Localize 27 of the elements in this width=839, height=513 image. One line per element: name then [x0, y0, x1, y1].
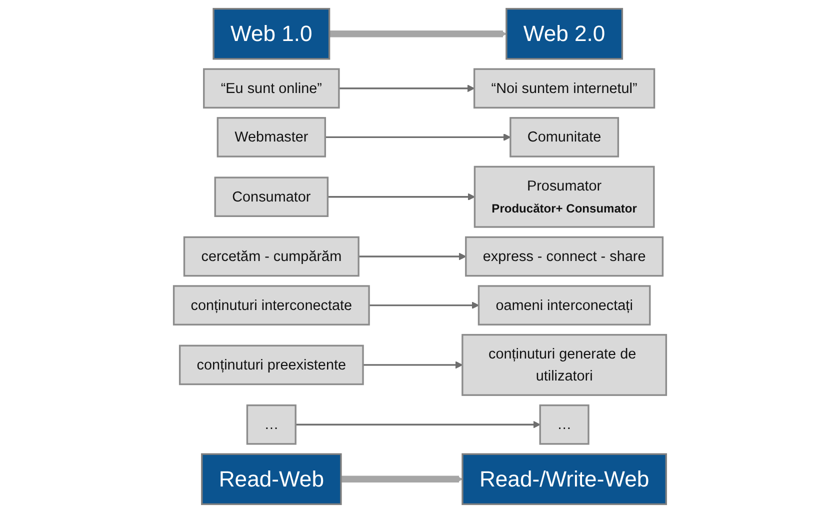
node-box: oameni interconectați — [477, 285, 650, 326]
node-box: Web 2.0 — [505, 8, 623, 60]
node-box: express - connect - share — [464, 236, 664, 277]
node-box: … — [538, 404, 589, 445]
arrow — [340, 475, 462, 483]
arrow — [295, 420, 540, 428]
node-box: Comunitate — [509, 117, 619, 158]
arrow — [358, 252, 466, 260]
arrow — [327, 193, 475, 201]
node-box: Web 1.0 — [212, 8, 330, 60]
node-box: … — [246, 404, 296, 445]
node-box: Webmaster — [216, 117, 326, 158]
node-box: conținuturi generate de utilizatori — [461, 334, 667, 396]
node-box: Prosumator Producător+ Consumator — [473, 166, 654, 228]
node-box: “Noi suntem internetul” — [472, 68, 655, 109]
node-box: cercetăm - cumpărăm — [182, 236, 359, 277]
arrow — [338, 84, 474, 92]
node-box: Consumator — [214, 176, 328, 218]
arrow — [362, 361, 462, 369]
node-box: Read-Web — [200, 453, 342, 506]
arrow — [328, 30, 506, 38]
node-box: “Eu sunt online” — [202, 68, 340, 109]
node-box: conținuturi preexistente — [178, 344, 364, 386]
node-box: Read-/Write-Web — [461, 453, 666, 506]
arrow — [368, 302, 479, 310]
node-box: conținuturi interconectate — [172, 285, 370, 326]
arrow — [324, 133, 510, 141]
